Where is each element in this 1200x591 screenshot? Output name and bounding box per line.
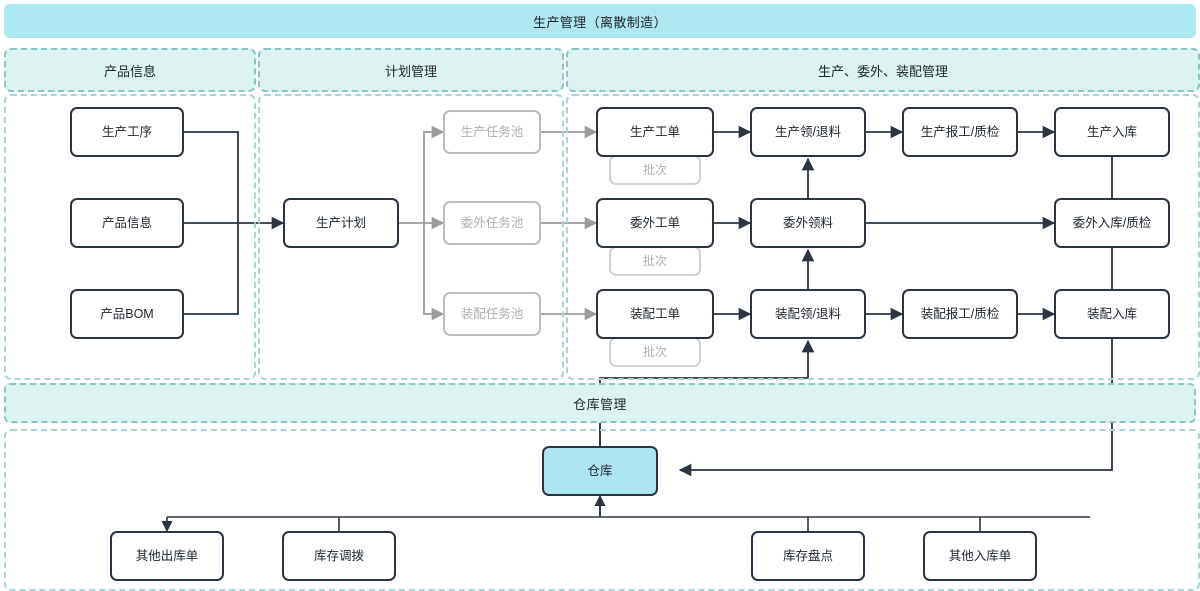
section-header-production: 生产、委外、装配管理 xyxy=(566,48,1200,92)
node-label: 库存调拨 xyxy=(313,548,364,563)
node-label: 生产报工/质检 xyxy=(920,124,1000,139)
node-assembly-report-qc[interactable]: 装配报工/质检 xyxy=(902,289,1018,339)
node-other-outbound[interactable]: 其他出库单 xyxy=(110,531,224,581)
section-label: 计划管理 xyxy=(384,63,437,79)
node-batch-production[interactable]: 批次 xyxy=(609,155,701,185)
node-production-report-qc[interactable]: 生产报工/质检 xyxy=(902,107,1018,157)
node-label: 委外领料 xyxy=(782,215,833,230)
section-label: 产品信息 xyxy=(103,63,156,79)
node-batch-assembly[interactable]: 批次 xyxy=(609,337,701,367)
node-assembly-issue-return[interactable]: 装配领/退料 xyxy=(750,289,866,339)
diagram-title: 生产管理（离散制造） xyxy=(532,14,667,30)
node-assembly-task-pool[interactable]: 装配任务池 xyxy=(443,292,541,336)
section-body-warehouse xyxy=(4,429,1200,591)
node-label: 生产工单 xyxy=(629,124,680,139)
node-outsourcing-task-pool[interactable]: 委外任务池 xyxy=(443,201,541,245)
node-label: 仓库 xyxy=(587,463,613,478)
node-product-bom[interactable]: 产品BOM xyxy=(70,289,184,339)
node-assembly-work-order[interactable]: 装配工单 xyxy=(596,289,714,339)
node-production-task-pool[interactable]: 生产任务池 xyxy=(443,110,541,154)
node-batch-outsourcing[interactable]: 批次 xyxy=(609,246,701,276)
section-body-product-info xyxy=(4,94,256,380)
node-stock-transfer[interactable]: 库存调拨 xyxy=(282,531,396,581)
node-assembly-stock-in[interactable]: 装配入库 xyxy=(1054,289,1170,339)
node-label: 装配领/退料 xyxy=(775,306,841,321)
node-label: 生产工序 xyxy=(101,124,152,139)
node-label: 装配工单 xyxy=(629,306,680,321)
section-label: 仓库管理 xyxy=(573,396,627,412)
section-header-warehouse: 仓库管理 xyxy=(4,383,1196,423)
node-label: 批次 xyxy=(642,253,667,268)
node-production-issue-return[interactable]: 生产领/退料 xyxy=(750,107,866,157)
node-label: 生产计划 xyxy=(315,215,366,230)
node-label: 委外入库/质检 xyxy=(1072,215,1152,230)
node-label: 生产任务池 xyxy=(460,124,524,139)
node-other-inbound[interactable]: 其他入库单 xyxy=(923,531,1037,581)
node-production-work-order[interactable]: 生产工单 xyxy=(596,107,714,157)
node-outsourcing-work-order[interactable]: 委外工单 xyxy=(596,198,714,248)
node-label: 生产领/退料 xyxy=(775,124,841,139)
node-production-plan[interactable]: 生产计划 xyxy=(283,198,399,248)
node-outsourcing-issue[interactable]: 委外领料 xyxy=(750,198,866,248)
node-label: 批次 xyxy=(642,162,667,177)
section-header-plan-management: 计划管理 xyxy=(258,48,564,92)
node-label: 产品信息 xyxy=(101,215,152,230)
section-body-production xyxy=(566,94,1200,380)
node-label: 装配报工/质检 xyxy=(920,306,1000,321)
node-label: 产品BOM xyxy=(100,306,154,321)
node-production-process[interactable]: 生产工序 xyxy=(70,107,184,157)
node-label: 委外工单 xyxy=(629,215,680,230)
node-label: 装配入库 xyxy=(1086,306,1137,321)
node-stock-count[interactable]: 库存盘点 xyxy=(751,531,865,581)
node-label: 生产入库 xyxy=(1086,124,1137,139)
diagram-title-band: 生产管理（离散制造） xyxy=(4,4,1196,38)
node-production-stock-in[interactable]: 生产入库 xyxy=(1054,107,1170,157)
section-header-product-info: 产品信息 xyxy=(4,48,256,92)
section-label: 生产、委外、装配管理 xyxy=(817,63,948,79)
node-warehouse[interactable]: 仓库 xyxy=(542,446,658,496)
node-outsourcing-stock-in-qc[interactable]: 委外入库/质检 xyxy=(1054,198,1170,248)
node-label: 其他入库单 xyxy=(948,548,1012,563)
node-label: 批次 xyxy=(642,344,667,359)
node-label: 其他出库单 xyxy=(135,548,199,563)
section-body-plan-management xyxy=(258,94,564,380)
node-label: 装配任务池 xyxy=(460,306,524,321)
node-label: 库存盘点 xyxy=(782,548,833,563)
node-product-info[interactable]: 产品信息 xyxy=(70,198,184,248)
node-label: 委外任务池 xyxy=(460,215,524,230)
